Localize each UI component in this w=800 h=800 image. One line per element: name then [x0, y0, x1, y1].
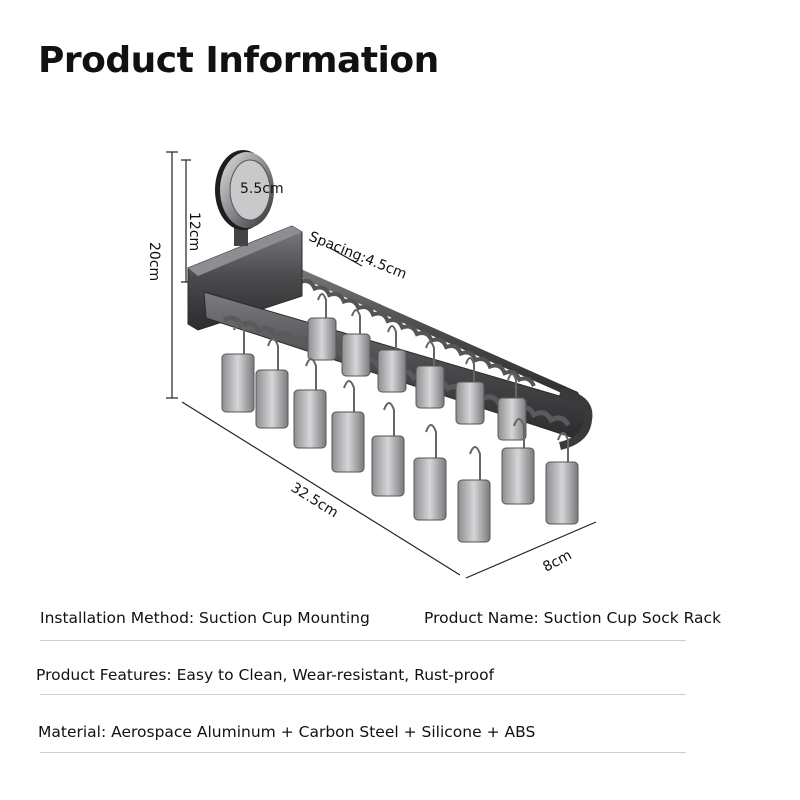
installation-method: Installation Method: Suction Cup Mountin… — [40, 609, 370, 627]
suction-diameter-label: 5.5cm — [240, 181, 284, 197]
spacing-label: Spacing:4.5cm — [307, 229, 409, 283]
dimension-lines — [166, 151, 597, 579]
width-label: 8cm — [540, 547, 574, 575]
rack-back-rail — [285, 262, 582, 402]
front-clips — [221, 322, 579, 543]
product-features: Product Features: Easy to Clean, Wear-re… — [36, 666, 495, 684]
divider — [40, 694, 686, 695]
back-clips — [307, 293, 527, 441]
total-height-label: 20cm — [146, 242, 162, 281]
suction-cup — [215, 150, 274, 230]
upper-height-label: 12cm — [186, 212, 202, 251]
length-label: 32.5cm — [288, 480, 341, 521]
material: Material: Aerospace Aluminum + Carbon St… — [38, 723, 536, 741]
product-illustration: 5.5cm 12cm 20cm Spacing:4.5cm 32.5cm 8cm — [146, 150, 597, 579]
page-title: Product Information — [38, 40, 439, 81]
divider — [40, 752, 686, 753]
divider — [40, 640, 686, 641]
rack-back-rail-scallops — [299, 278, 536, 387]
product-name: Product Name: Suction Cup Sock Rack — [424, 609, 722, 627]
rack-end-loop — [558, 388, 593, 450]
